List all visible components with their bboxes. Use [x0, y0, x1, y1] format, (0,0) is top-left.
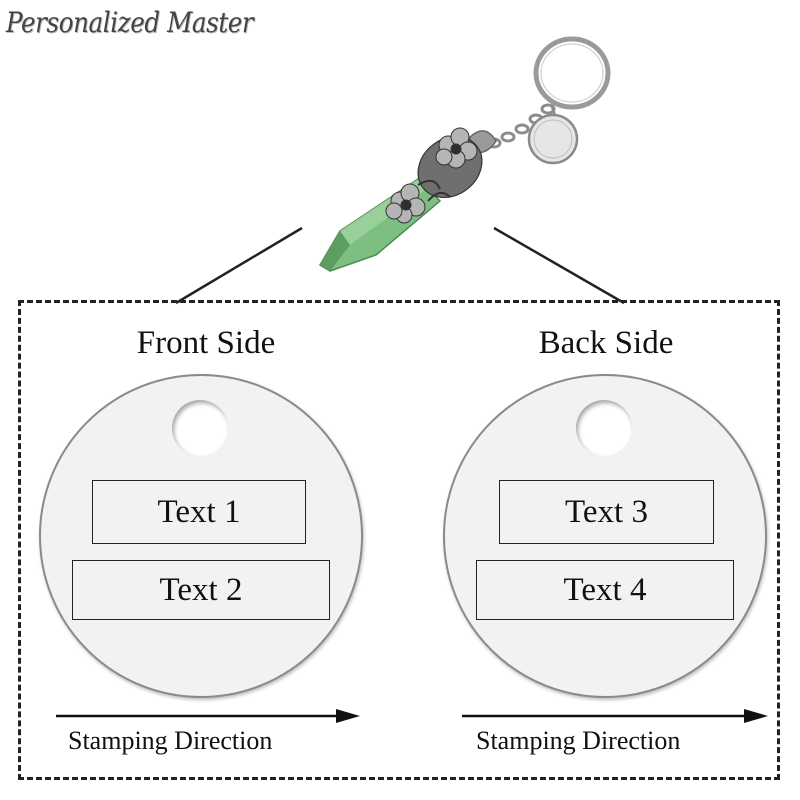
disc-charm-icon	[527, 104, 579, 165]
arrow-right-icon	[462, 709, 768, 723]
text-3-box[interactable]: Text 3	[499, 480, 714, 544]
tag-hole	[576, 400, 632, 456]
text-1-box[interactable]: Text 1	[92, 480, 306, 544]
text-2-box[interactable]: Text 2	[72, 560, 330, 620]
keyring-icon	[533, 36, 611, 110]
front-side-title: Front Side	[136, 325, 276, 361]
crystal-keychain-image	[318, 36, 611, 272]
detail-frame	[18, 300, 780, 780]
crystal-pendant-icon	[318, 127, 483, 272]
text-4-box[interactable]: Text 4	[476, 560, 734, 620]
arrow-right-icon	[56, 709, 360, 723]
tag-hole	[172, 400, 228, 456]
back-stamping-direction-label: Stamping Direction	[476, 726, 681, 755]
back-side-title: Back Side	[538, 325, 674, 361]
brand-watermark: Personalized Master	[6, 6, 254, 39]
front-stamping-direction-label: Stamping Direction	[68, 726, 273, 755]
